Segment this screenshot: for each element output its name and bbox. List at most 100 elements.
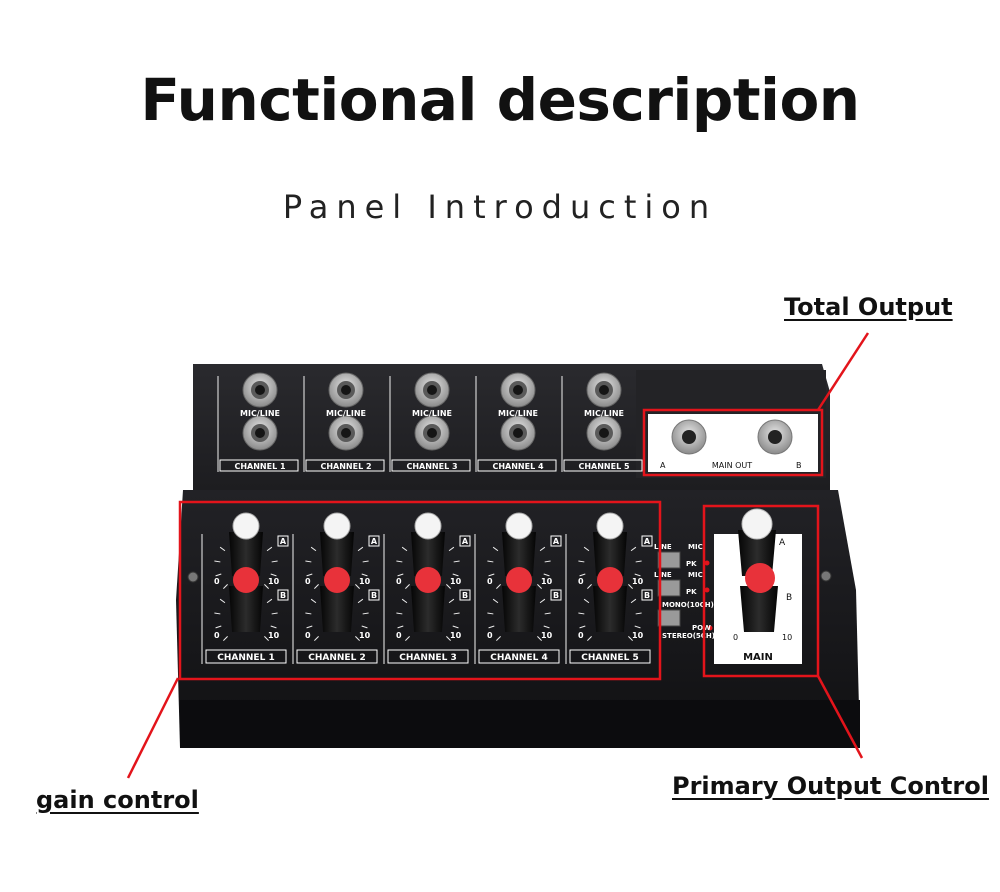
main-knob-b[interactable] (740, 586, 778, 632)
channel-label-frame (391, 459, 471, 472)
scale-tick (452, 573, 459, 577)
scale-tick (355, 636, 360, 641)
knob-channel-label: CHANNEL 2 (308, 653, 365, 663)
scale-tick (397, 573, 404, 577)
scale-tick (488, 573, 495, 577)
scale-max-a: 10 (541, 577, 553, 586)
gain-knob-a-cap (596, 512, 624, 540)
channel-jack-label: CHANNEL 2 (320, 462, 371, 471)
bus-a-label: A (280, 537, 287, 546)
scale-tick (587, 584, 592, 589)
scale-tick (314, 584, 319, 589)
main-out-panel: MAIN OUT A B (648, 414, 818, 472)
jack-hole (513, 428, 523, 438)
scale-tick (579, 625, 586, 629)
scale-tick (543, 625, 550, 629)
bus-a-label: A (371, 537, 378, 546)
gain-knob-b[interactable] (411, 586, 445, 632)
scale-tick (487, 612, 494, 615)
bus-a-box (550, 535, 562, 547)
scale-max-b: 10 (359, 631, 371, 640)
bus-b-box (368, 589, 380, 601)
scale-tick (266, 598, 273, 604)
gain-knob-b[interactable] (229, 586, 263, 632)
switch-label-line-2: LINE (654, 571, 672, 579)
power-led (707, 625, 713, 631)
switch-label-mono: MONO(10CH) (662, 601, 714, 609)
main-out-jack-a-hole (682, 430, 696, 444)
jack-hole (341, 428, 351, 438)
main-knob-a-cap (741, 508, 773, 540)
bus-b-label: B (644, 591, 650, 600)
bus-a-box (641, 535, 653, 547)
channel-label-frame (219, 459, 299, 472)
mode-switches: LINE MIC LINE MIC PK PK MONO(10CH) STERE… (654, 543, 715, 640)
scale-tick (453, 560, 460, 563)
peak-led-1 (704, 560, 710, 566)
gain-knob-b[interactable] (320, 586, 354, 632)
scale-max-a: 10 (632, 577, 644, 586)
gain-knob-a[interactable] (229, 532, 263, 576)
scale-min-a: 0 (305, 577, 311, 586)
gain-knob-b[interactable] (593, 586, 627, 632)
switch-label-mic-2: MIC (688, 571, 703, 579)
gain-knob-a[interactable] (593, 532, 627, 576)
scale-tick (448, 598, 455, 604)
channel-input-label: MIC/LINE (412, 409, 452, 418)
scale-tick (635, 560, 642, 563)
scale-max-a: 10 (450, 577, 462, 586)
scale-tick (537, 584, 542, 589)
gain-knob-a-cap (414, 512, 442, 540)
scale-tick (446, 584, 451, 589)
scale-tick (578, 612, 585, 615)
scale-tick (362, 612, 369, 615)
scale-tick (628, 584, 633, 589)
knob-channel-label: CHANNEL 5 (581, 653, 638, 663)
scale-tick (215, 573, 222, 577)
mono-stereo-switch[interactable] (657, 609, 681, 627)
scale-tick (362, 560, 369, 563)
gain-knob-b-cap (324, 567, 350, 593)
bus-a-box (277, 535, 289, 547)
line-mic-switch-2[interactable] (657, 579, 681, 597)
gain-knob-a[interactable] (411, 532, 445, 576)
scale-tick (583, 546, 590, 552)
switch-label-pk-2: PK (686, 588, 697, 596)
knob-channel-label: CHANNEL 1 (217, 653, 274, 663)
bus-a-label: A (644, 537, 651, 546)
knob-channel-frame (569, 649, 651, 664)
gain-knob-b[interactable] (502, 586, 536, 632)
scale-tick (448, 546, 455, 552)
channel-input-label: MIC/LINE (584, 409, 624, 418)
scale-tick (215, 625, 222, 629)
bus-b-label: B (371, 591, 377, 600)
main-knob-b-cap (745, 563, 775, 593)
switch-label-line-1: LINE (654, 543, 672, 551)
scale-min-a: 0 (396, 577, 402, 586)
bus-b-box (550, 589, 562, 601)
jack-hole (427, 428, 437, 438)
knob-channel-label: CHANNEL 4 (490, 653, 547, 663)
main-out-a-label: A (660, 461, 666, 470)
main-b-label: B (786, 593, 792, 603)
scale-tick (264, 584, 269, 589)
channel-input-label: MIC/LINE (326, 409, 366, 418)
scale-tick (634, 573, 641, 577)
gain-knob-a[interactable] (502, 532, 536, 576)
bus-a-label: A (553, 537, 560, 546)
scale-min-b: 0 (578, 631, 584, 640)
scale-tick (306, 625, 313, 629)
scale-tick (355, 584, 360, 589)
gain-knob-b-cap (597, 567, 623, 593)
highlight-boxes (178, 408, 824, 681)
scale-tick (219, 598, 226, 604)
knob-channel-frame (387, 649, 469, 664)
gain-knob-a[interactable] (320, 532, 354, 576)
primary-output-line (816, 675, 864, 759)
jack-hole (255, 385, 265, 395)
channel-input-label: MIC/LINE (240, 409, 280, 418)
screw (187, 571, 199, 583)
main-panel-label: MAIN (743, 652, 773, 663)
line-mic-switch-1[interactable] (657, 551, 681, 569)
knob-channel-frame (296, 649, 378, 664)
